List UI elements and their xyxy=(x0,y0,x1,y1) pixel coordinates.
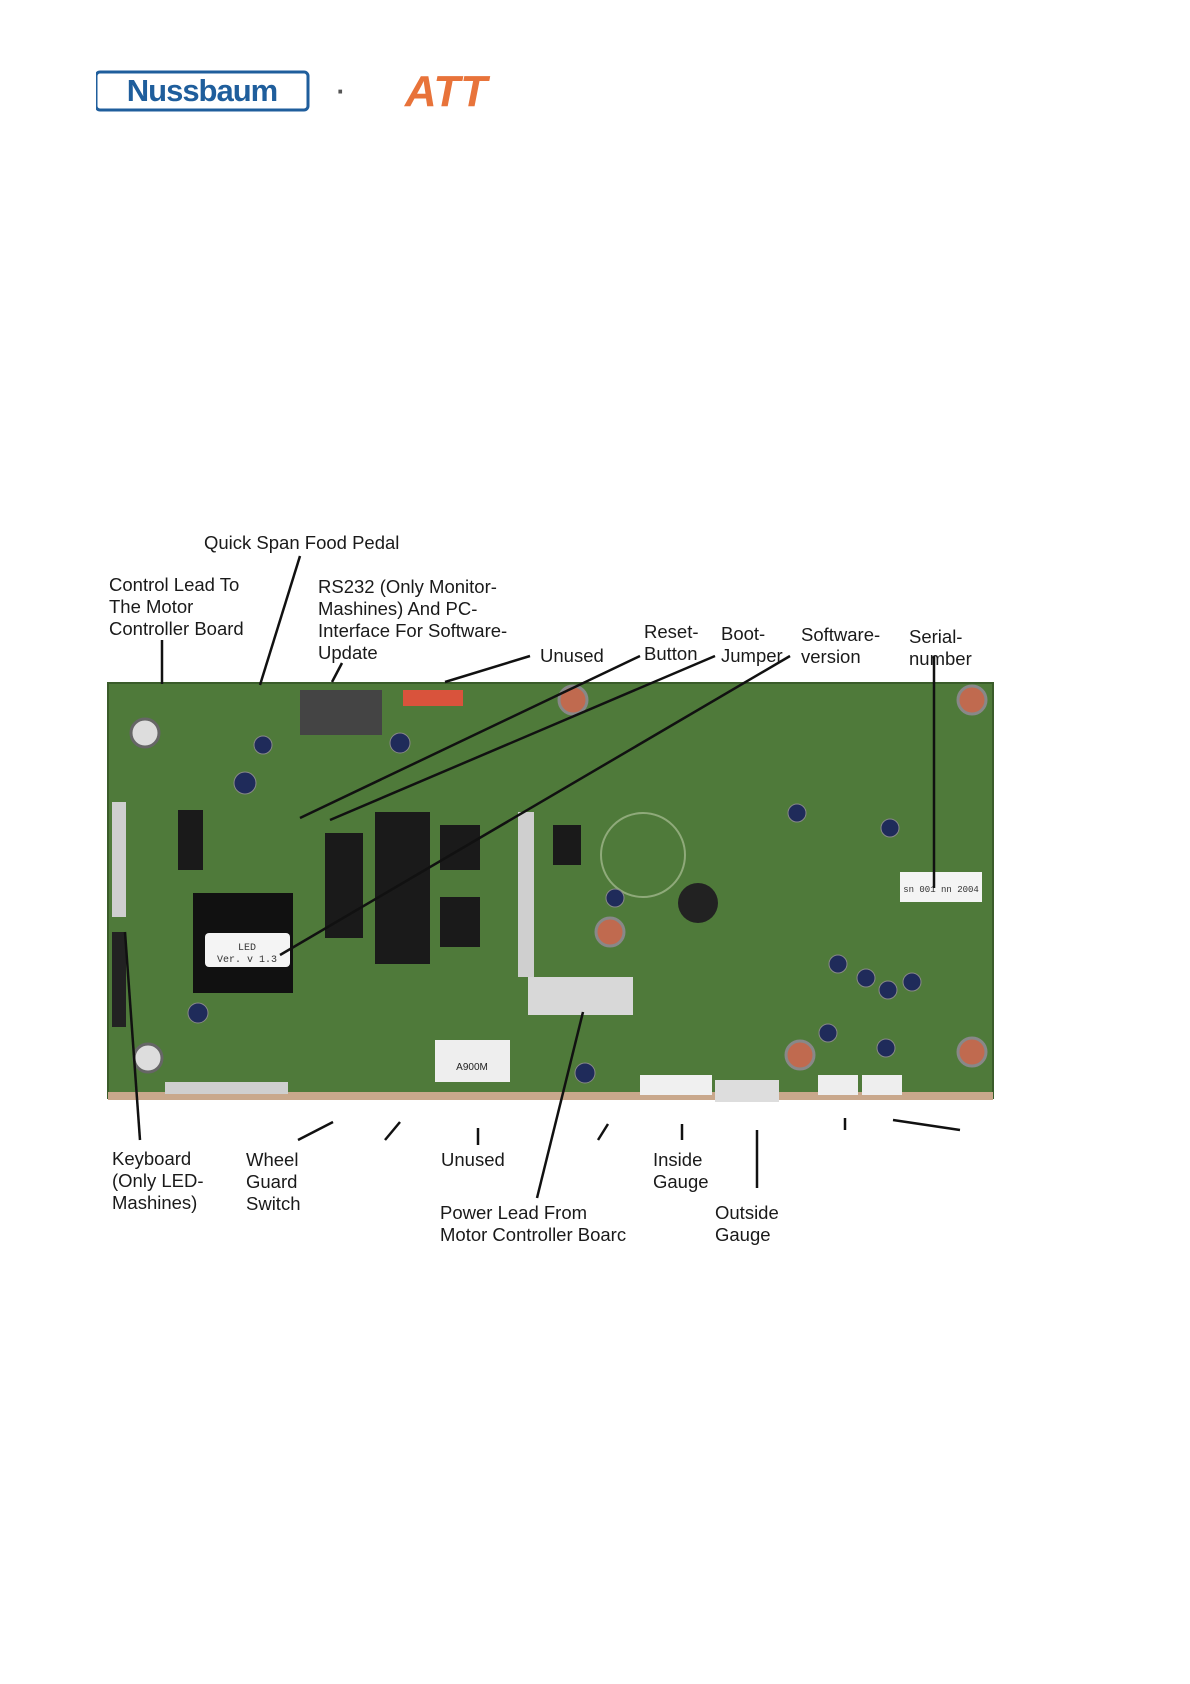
label-software-version: Software- version xyxy=(801,624,881,667)
label-inside-gauge: Inside Gauge xyxy=(653,1149,709,1192)
label-power-lead: Power Lead From Motor Controller Boarc xyxy=(440,1202,627,1245)
label-rs232: RS232 (Only Monitor- Mashines) And PC- I… xyxy=(318,576,508,663)
label-quick-span-pedal: Quick Span Food Pedal xyxy=(204,532,400,553)
brand-right-text: ATT xyxy=(404,70,490,116)
relay-marking: A900M xyxy=(456,1062,488,1073)
brand-left-text: Nussbaum xyxy=(127,73,277,108)
label-wheel-guard-switch: Wheel Guard Switch xyxy=(246,1149,301,1214)
leader-lines xyxy=(123,555,961,1199)
label-serial-number: Serial- number xyxy=(909,626,972,669)
label-keyboard: Keyboard (Only LED- Mashines) xyxy=(112,1148,204,1213)
label-unused-bottom: Unused xyxy=(441,1149,505,1170)
label-unused-top: Unused xyxy=(540,645,604,666)
label-outside-gauge: Outside Gauge xyxy=(715,1202,779,1245)
brand-logo: Nussbaum · ATT xyxy=(96,70,506,118)
serial-sticker-text: sn 001 nn 2004 xyxy=(903,885,979,895)
label-boot-jumper: Boot- Jumper xyxy=(721,623,783,666)
label-reset-button: Reset- Button xyxy=(644,621,699,664)
label-control-lead: Control Lead To The Motor Controller Boa… xyxy=(109,574,244,639)
brand-separator: · xyxy=(337,76,346,106)
